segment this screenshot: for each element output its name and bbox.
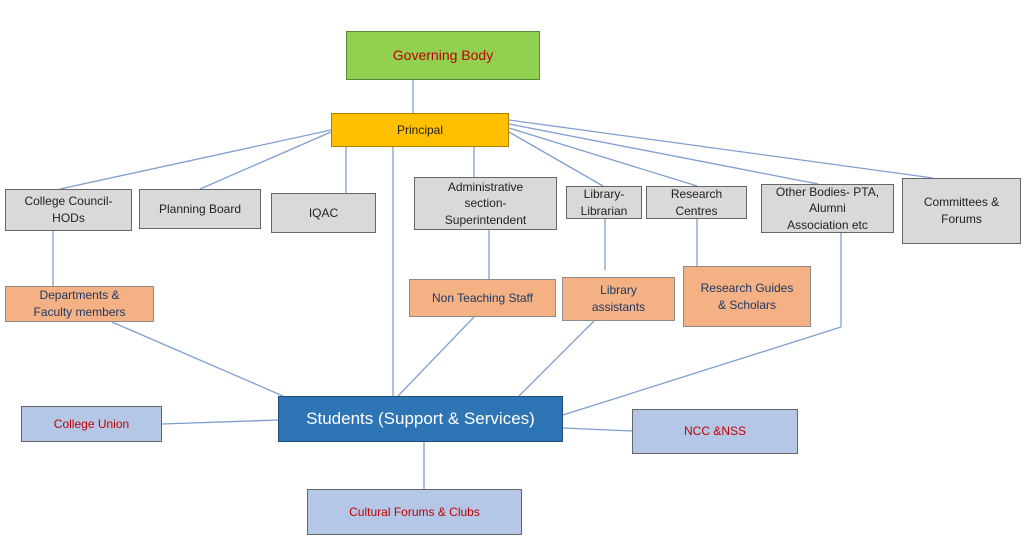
departments-faculty-box: Departments & Faculty members <box>5 286 154 322</box>
research-centres-box: Research Centres <box>646 186 747 219</box>
cultural-forums-box: Cultural Forums & Clubs <box>307 489 522 535</box>
administrative-section-box: Administrative section- Superintendent <box>414 177 557 230</box>
research-guides-box: Research Guides & Scholars <box>683 266 811 327</box>
connector-principal-other-bodies <box>508 123 819 185</box>
college-union-box: College Union <box>21 406 162 442</box>
connector-departments-students <box>111 321 284 397</box>
library-librarian-box: Library- Librarian <box>566 186 642 219</box>
principal-box: Principal <box>331 113 509 147</box>
connector-assistants-students <box>518 320 595 397</box>
connector-principal-library <box>508 131 604 187</box>
connector-nonteaching-students <box>397 316 475 397</box>
non-teaching-staff-box: Non Teaching Staff <box>409 279 556 317</box>
other-bodies-box: Other Bodies- PTA, Alumni Association et… <box>761 184 894 233</box>
connector-principal-planning-board <box>199 131 332 190</box>
connector-students-ncc <box>562 427 633 432</box>
connector-principal-college-council <box>59 129 332 190</box>
college-council-box: College Council- HODs <box>5 189 132 231</box>
library-assistants-box: Library assistants <box>562 277 675 321</box>
students-support-box: Students (Support & Services) <box>278 396 563 442</box>
governing-body-box: Governing Body <box>346 31 540 80</box>
ncc-nss-box: NCC &NSS <box>632 409 798 454</box>
connector-principal-research-centres <box>508 127 698 187</box>
iqac-box: IQAC <box>271 193 376 233</box>
connector-students-union <box>161 419 279 425</box>
committees-forums-box: Committees & Forums <box>902 178 1021 244</box>
connector-other-bodies-students-b <box>562 326 842 416</box>
planning-board-box: Planning Board <box>139 189 261 229</box>
connector-principal-committees <box>508 119 934 179</box>
